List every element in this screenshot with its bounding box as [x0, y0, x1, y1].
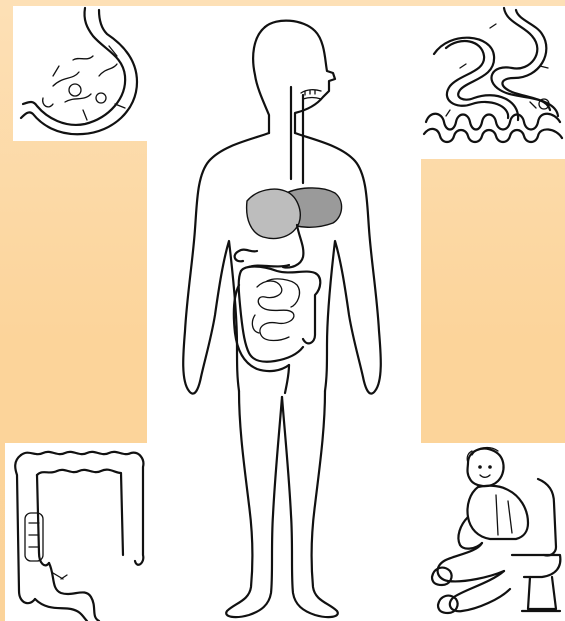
- stomach-panel: [13, 6, 148, 141]
- toilet-panel: [420, 443, 565, 621]
- human-body-figure: [165, 15, 405, 619]
- stomach-icon: [13, 6, 148, 141]
- large-intestine-icon: [5, 443, 150, 621]
- digestive-system-icon: [165, 15, 405, 619]
- large-intestine-panel: [5, 443, 150, 621]
- boy-on-toilet-icon: [420, 443, 565, 621]
- small-intestine-icon: [420, 6, 565, 159]
- small-intestine-panel: [420, 6, 565, 159]
